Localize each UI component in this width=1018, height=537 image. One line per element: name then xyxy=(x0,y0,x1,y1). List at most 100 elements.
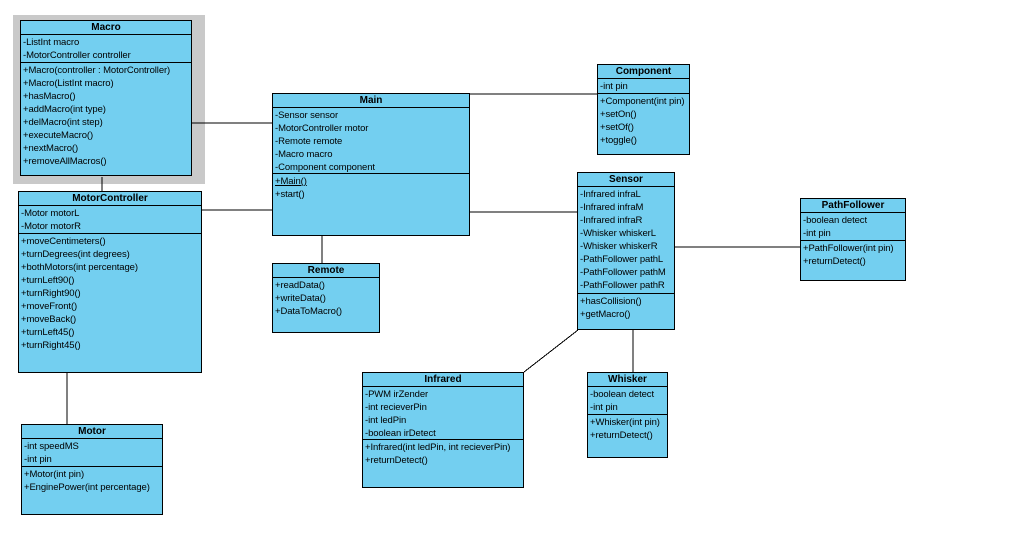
member-row: +moveFront() xyxy=(21,301,78,312)
member-row: -Motor motorL xyxy=(21,208,80,219)
member-row: +Infrared(int ledPin, int recieverPin) xyxy=(365,442,511,453)
member-row: +delMacro(int step) xyxy=(23,117,103,128)
class-sensor-attributes: -Infrared infraL-Infrared infraM-Infrare… xyxy=(578,187,674,294)
member-row: +returnDetect() xyxy=(590,430,653,441)
member-row: -int pin xyxy=(24,454,52,465)
class-macro-title: Macro xyxy=(21,21,191,35)
member-row: +executeMacro() xyxy=(23,130,94,141)
member-row: +Component(int pin) xyxy=(600,96,685,107)
class-component[interactable]: Component -int pin +Component(int pin) +s… xyxy=(597,64,690,155)
member-row: +turnRight90() xyxy=(21,288,81,299)
member-row: +turnLeft90() xyxy=(21,275,75,286)
member-row: +bothMotors(int percentage) xyxy=(21,262,138,273)
class-infrared-attributes: -PWM irZender -int recieverPin -int ledPin… xyxy=(363,387,523,440)
member-row: -Component component xyxy=(275,162,375,173)
class-macro[interactable]: Macro -ListInt macro -MotorController con… xyxy=(20,20,192,176)
member-row: +hasMacro() xyxy=(23,91,76,102)
class-motorcontroller[interactable]: MotorController -Motor motorL-Motor moto… xyxy=(18,191,202,373)
class-whisker-attributes: -boolean detect-int pin xyxy=(588,387,667,415)
member-row: +start() xyxy=(275,189,305,200)
class-component-attributes: -int pin xyxy=(598,79,689,94)
class-component-methods: +Component(int pin) +setOn() +setOf() +togg… xyxy=(598,94,689,154)
member-row: -int recieverPin xyxy=(365,402,427,413)
member-row: -Sensor sensor xyxy=(275,110,339,121)
member-row: -int pin xyxy=(600,81,628,92)
class-remote-methods: +readData() +writeData() +DataToMacro() xyxy=(273,278,379,332)
member-row: +returnDetect() xyxy=(365,455,428,466)
class-whisker-methods: +Whisker(int pin) +returnDetect() xyxy=(588,415,667,457)
class-whisker-title: Whisker xyxy=(588,373,667,387)
member-row: -PathFollower pathL xyxy=(580,254,664,265)
class-pathfollower-attributes: -boolean detect -int pin xyxy=(801,213,905,241)
member-row: +setOf() xyxy=(600,122,634,133)
member-row: +turnLeft45() xyxy=(21,327,75,338)
class-remote-title: Remote xyxy=(273,264,379,278)
member-row: +removeAllMacros() xyxy=(23,156,107,167)
member-row: +turnRight45() xyxy=(21,340,81,351)
member-row: +setOn() xyxy=(600,109,637,120)
member-row: +Main() xyxy=(275,176,307,187)
member-row: -Infrared infraL xyxy=(580,189,641,200)
member-row: +Whisker(int pin) xyxy=(590,417,660,428)
class-motorcontroller-methods: +moveCentimeters() +turnDegrees(int degre… xyxy=(19,234,201,372)
member-row: -Remote remote xyxy=(275,136,343,147)
member-row: -Macro macro xyxy=(275,149,333,160)
class-pathfollower-methods: +PathFollower(int pin) +returnDetect() xyxy=(801,241,905,280)
class-macro-methods: +Macro(controller : MotorController) +Mac… xyxy=(21,63,191,175)
member-row: -PathFollower pathM xyxy=(580,267,666,278)
class-main-methods: +Main() +start() xyxy=(273,174,469,235)
class-motor-attributes: -int speedMS -int pin xyxy=(22,439,162,467)
class-main[interactable]: Main -Sensor sensor -MotorController moto… xyxy=(272,93,470,236)
class-infrared[interactable]: Infrared -PWM irZender -int recieverPin -i… xyxy=(362,372,524,488)
member-row: -PWM irZender xyxy=(365,389,429,400)
class-sensor-title: Sensor xyxy=(578,173,674,187)
member-row: -int speedMS xyxy=(24,441,79,452)
class-motor-title: Motor xyxy=(22,425,162,439)
member-row: +turnDegrees(int degrees) xyxy=(21,249,130,260)
member-row: +moveBack() xyxy=(21,314,77,325)
member-row: -MotorController controller xyxy=(23,50,131,61)
class-main-attributes: -Sensor sensor -MotorController motor -Rem… xyxy=(273,108,469,174)
class-component-title: Component xyxy=(598,65,689,79)
member-row: +writeData() xyxy=(275,293,326,304)
member-row: +EnginePower(int percentage) xyxy=(24,482,150,493)
member-row: -MotorController motor xyxy=(275,123,369,134)
class-motorcontroller-title: MotorController xyxy=(19,192,201,206)
class-main-title: Main xyxy=(273,94,469,108)
member-row: +Macro(ListInt macro) xyxy=(23,78,114,89)
member-row: +returnDetect() xyxy=(803,256,866,267)
member-row: +readData() xyxy=(275,280,325,291)
member-row: -int ledPin xyxy=(365,415,407,426)
class-infrared-methods: +Infrared(int ledPin, int recieverPin) +r… xyxy=(363,440,523,487)
class-sensor-methods: +hasCollision() +getMacro() xyxy=(578,294,674,329)
member-row: -PathFollower pathR xyxy=(580,280,665,291)
class-infrared-title: Infrared xyxy=(363,373,523,387)
class-remote[interactable]: Remote +readData() +writeData() +DataToMac… xyxy=(272,263,380,333)
member-row: -boolean detect xyxy=(803,215,867,226)
class-pathfollower[interactable]: PathFollower -boolean detect-int pin +Pa… xyxy=(800,198,906,281)
member-row: -Whisker whiskerL xyxy=(580,228,656,239)
class-motor[interactable]: Motor -int speedMS -int pin +Motor(int pi… xyxy=(21,424,163,515)
member-row: +DataToMacro() xyxy=(275,306,342,317)
member-row: -boolean detect xyxy=(590,389,654,400)
member-row: -boolean irDetect xyxy=(365,428,436,439)
class-motor-methods: +Motor(int pin) +EnginePower(int percenta… xyxy=(22,467,162,514)
class-whisker[interactable]: Whisker -boolean detect-int pin +Whisker… xyxy=(587,372,668,458)
member-row: +toggle() xyxy=(600,135,637,146)
member-row: +Macro(controller : MotorController) xyxy=(23,65,171,76)
member-row: -int pin xyxy=(803,228,831,239)
member-row: +hasCollision() xyxy=(580,296,642,307)
member-row: +Motor(int pin) xyxy=(24,469,85,480)
member-row: -ListInt macro xyxy=(23,37,80,48)
member-row: +addMacro(int type) xyxy=(23,104,106,115)
member-row: -Infrared infraM xyxy=(580,202,644,213)
connector-sensor-infrared[interactable] xyxy=(523,329,579,373)
member-row: +moveCentimeters() xyxy=(21,236,106,247)
member-row: +getMacro() xyxy=(580,309,631,320)
member-row: +PathFollower(int pin) xyxy=(803,243,894,254)
class-motorcontroller-attributes: -Motor motorL -Motor motorR xyxy=(19,206,201,234)
member-row: -Whisker whiskerR xyxy=(580,241,658,252)
class-sensor[interactable]: Sensor -Infrared infraL -Infrared infraM -… xyxy=(577,172,675,330)
member-row: -Motor motorR xyxy=(21,221,81,232)
